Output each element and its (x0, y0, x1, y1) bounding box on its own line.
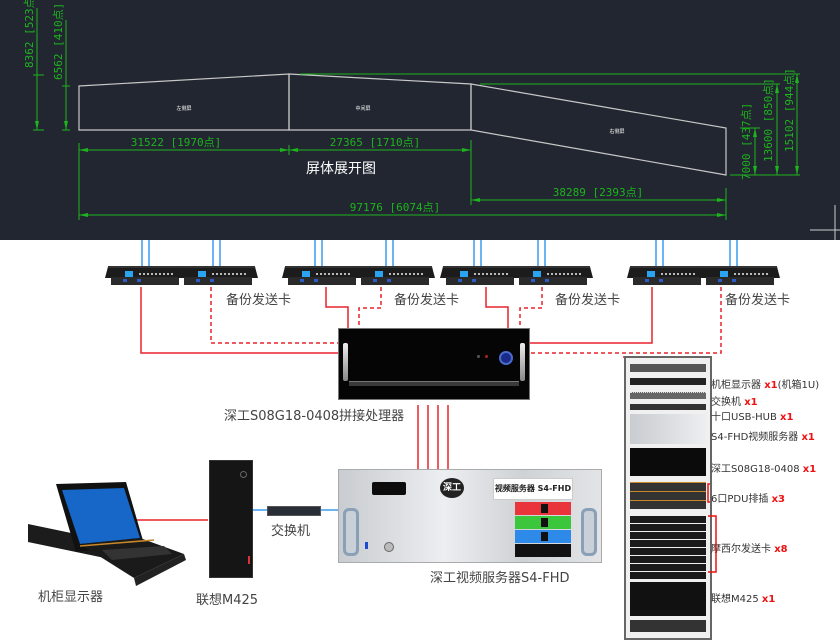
power-knob-icon (499, 351, 513, 365)
screen-layout-drawing: 左侧屏 中间屏 右侧屏 (23, 0, 840, 240)
backup-sender-label-4: 备份发送卡 (725, 293, 791, 308)
cad-drawing-panel: 左侧屏 中间屏 右侧屏 (0, 0, 840, 240)
sender-card-1 (105, 266, 185, 288)
rack-item-pdu: 6口PDU排插 x3 (711, 494, 786, 505)
rack-item-processor: 深工S08G18-0408 x1 (711, 464, 817, 475)
left-screen-outline (78, 73, 290, 131)
video-server: 深工 视频服务器 S4-FHD (338, 469, 602, 563)
backup-sender-label-3: 备份发送卡 (555, 293, 621, 308)
system-topology-diagram: 备份发送卡 备份发送卡 备份发送卡 备份发送卡 深工S08G18-0408拼接处… (0, 240, 840, 640)
brand-logo-icon: 深工 (440, 478, 464, 498)
dim-left-height-inner: 6562 [410点] (52, 3, 65, 80)
rack-item-video-server: S4-FHD视频服务器 x1 (711, 432, 815, 443)
sender-card-2-backup (355, 266, 435, 288)
dim-seg3-width: 38289 [2393点] (553, 186, 643, 199)
dim-right-height-small: 7000 [437点] (740, 103, 753, 180)
dim-total-width: 97176 [6074点] (350, 201, 440, 214)
pc-label: 联想M425 (196, 593, 259, 608)
processor-label: 深工S08G18-0408拼接处理器 (224, 409, 405, 424)
middle-screen-outline (288, 73, 472, 131)
right-screen-label: 右侧屏 (609, 128, 624, 135)
rack-item-pc: 联想M425 x1 (711, 594, 776, 605)
dim-right-height-mid: 13600 [850点] (762, 78, 775, 162)
kvm-console-drawer (28, 482, 186, 586)
backup-sender-label-2: 备份发送卡 (394, 293, 460, 308)
kvm-label: 机柜显示器 (38, 590, 104, 605)
equipment-rack (624, 356, 712, 640)
crosshair-cursor-icon (810, 205, 840, 240)
rack-item-kvm: 机柜显示器 x1(机箱1U) (711, 380, 820, 391)
sender-card-4 (627, 266, 707, 288)
backup-sender-label-1: 备份发送卡 (226, 293, 292, 308)
right-screen-outline (470, 83, 727, 176)
server-label: 深工视频服务器S4-FHD (430, 571, 570, 586)
sender-card-3-backup (513, 266, 593, 288)
connection-lines (125, 240, 738, 521)
dim-right-height-outer: 15102 [944点] (783, 68, 796, 152)
rack-item-usb-hub: 十口USB-HUB x1 (711, 412, 794, 423)
rack-bracket-marks (707, 483, 717, 573)
switch-label: 交换机 (271, 524, 311, 539)
cad-title: 屏体展开图 (306, 161, 376, 177)
lenovo-pc-tower (209, 460, 253, 578)
network-switch (267, 506, 321, 516)
server-nameplate: 视频服务器 S4-FHD (493, 478, 573, 500)
middle-screen-label: 中间屏 (355, 105, 370, 112)
rack-item-switch: 交换机 x1 (711, 397, 758, 408)
splicing-processor (338, 328, 530, 400)
dim-seg1-width: 31522 [1970点] (131, 136, 221, 149)
dim-seg2-width: 27365 [1710点] (330, 136, 420, 149)
sender-card-3 (440, 266, 520, 288)
dim-left-height-outer: 8362 [523点] (23, 0, 36, 68)
sender-card-1-backup (178, 266, 258, 288)
sender-card-4-backup (700, 266, 780, 288)
sender-card-2 (282, 266, 362, 288)
rack-item-sender-cards: 摩西尔发送卡 x8 (711, 544, 788, 555)
power-button-icon (384, 542, 394, 552)
left-screen-label: 左侧屏 (176, 105, 191, 112)
